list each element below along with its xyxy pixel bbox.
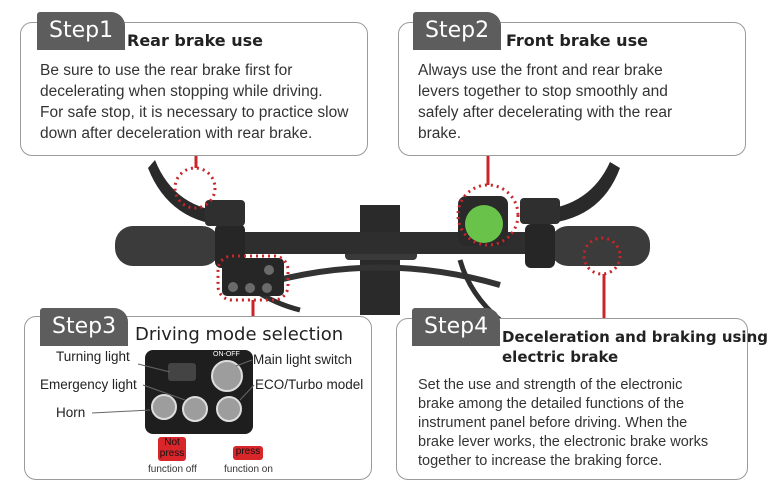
eco-button — [216, 396, 242, 422]
rear-lever-highlight — [173, 166, 217, 210]
left-grip — [115, 226, 220, 266]
right-grip — [550, 226, 650, 266]
step2-tab: Step2 — [413, 12, 502, 50]
horn-label: Horn — [56, 405, 86, 420]
throttle-highlight — [582, 236, 622, 276]
step3-title: Driving mode selection — [135, 324, 344, 345]
turning-light-label: Turning light — [56, 349, 130, 364]
horn-button — [151, 394, 177, 420]
function-on-label: function on — [224, 464, 273, 475]
function-off-label: function off — [148, 464, 197, 475]
front-lever-highlight — [456, 183, 520, 247]
eco-turbo-label: ECO/Turbo model — [255, 377, 364, 392]
left-clamp — [215, 224, 245, 268]
panel-onoff-text: ON-OFF — [213, 351, 240, 358]
left-lever-body — [205, 200, 245, 226]
main-light-button — [211, 360, 243, 392]
step1-tab: Step1 — [37, 12, 126, 50]
press-button: press — [233, 446, 263, 460]
cross-brace — [259, 264, 501, 288]
turning-switch — [168, 363, 196, 381]
step4-text: Set the use and strength of the electron… — [418, 377, 709, 469]
step2-title: Front brake use — [506, 31, 648, 50]
right-lever-body — [520, 198, 560, 224]
step3-tab: Step3 — [40, 308, 129, 346]
emergency-light-label: Emergency light — [40, 377, 137, 392]
display-screen — [465, 205, 503, 243]
step1-title: Rear brake use — [127, 31, 263, 50]
main-light-label: Main light switch — [253, 352, 353, 367]
step4-tab: Step4 — [412, 308, 501, 346]
right-clamp — [525, 224, 555, 268]
emergency-button — [182, 396, 208, 422]
